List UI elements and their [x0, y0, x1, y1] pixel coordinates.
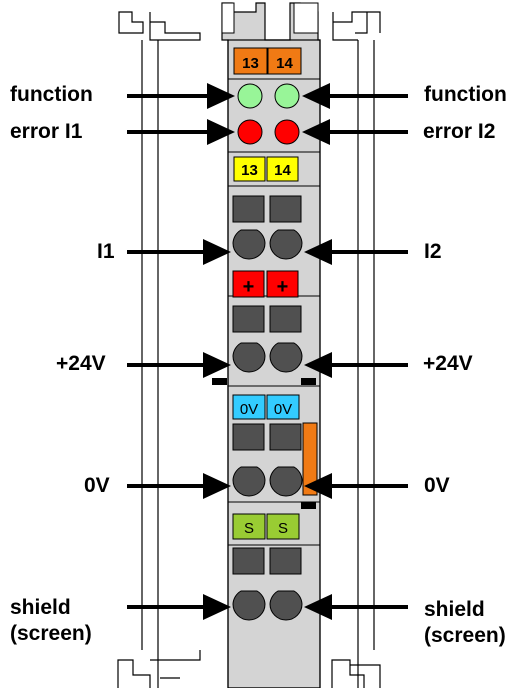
power-jumper-contact	[302, 422, 318, 496]
terminal-block-24v	[212, 305, 316, 385]
label-shield-right-line2: (screen)	[424, 624, 506, 647]
arrow-shield-left	[127, 594, 231, 620]
label-error-left: error I1	[10, 120, 83, 143]
label-function-right: function	[424, 83, 507, 106]
marker-top-right: 14	[276, 55, 293, 72]
arrow-function-right	[302, 83, 408, 109]
label-0v-left: 0V	[84, 474, 110, 497]
arrows	[127, 83, 408, 620]
yellow-marker-strip: 13 14	[233, 156, 299, 182]
label-input-right: I2	[424, 240, 442, 263]
arrow-error-left	[127, 119, 235, 145]
led-error-2	[274, 119, 300, 145]
label-shield-left-line1: shield	[10, 596, 71, 619]
terminal-block-shield	[232, 547, 303, 621]
marker-green-right: S	[278, 520, 288, 537]
top-marker-strip: 13 14	[233, 47, 302, 75]
arrow-input-right	[304, 239, 408, 265]
marker-blue-left: 0V	[240, 401, 258, 418]
arrow-24v-right	[304, 352, 408, 378]
green-marker-strip: S S	[232, 513, 300, 540]
marker-red-right: +	[277, 276, 289, 298]
module-body	[221, 2, 321, 688]
marker-green-left: S	[244, 520, 254, 537]
arrow-24v-left	[127, 352, 231, 378]
red-marker-strip: + +	[232, 270, 299, 298]
arrow-shield-right	[304, 594, 408, 620]
housing-outline	[117, 11, 381, 688]
terminal-block-input	[232, 195, 303, 260]
led-function-2	[274, 83, 300, 109]
marker-red-left: +	[243, 276, 255, 298]
led-row-function	[237, 83, 300, 109]
marker-blue-right: 0V	[274, 401, 292, 418]
blue-marker-strip: 0V 0V	[232, 394, 300, 420]
label-error-right: error I2	[423, 120, 496, 143]
led-function-1	[237, 83, 263, 109]
marker-yellow-left: 13	[241, 162, 258, 179]
label-24v-left: +24V	[56, 352, 106, 375]
arrow-function-left	[127, 83, 235, 109]
marker-top-left: 13	[242, 55, 259, 72]
arrow-input-left	[127, 239, 231, 265]
led-row-error	[237, 119, 300, 145]
arrow-0v-left	[127, 473, 231, 499]
label-function-left: function	[10, 83, 93, 106]
arrow-error-right	[302, 119, 408, 145]
label-input-left: I1	[97, 240, 115, 263]
arrow-0v-right	[304, 473, 408, 499]
terminal-block-0v	[232, 422, 318, 509]
label-0v-right: 0V	[424, 474, 450, 497]
label-24v-right: +24V	[423, 352, 473, 375]
label-shield-right-line1: shield	[424, 598, 485, 621]
marker-yellow-right: 14	[274, 162, 291, 179]
led-error-1	[237, 119, 263, 145]
label-shield-left-line2: (screen)	[10, 622, 92, 645]
